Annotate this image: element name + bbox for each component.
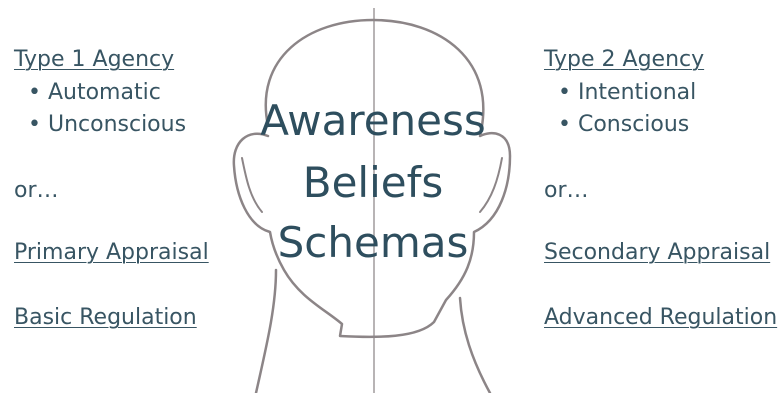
center-word-schemas: Schemas xyxy=(277,218,469,267)
ear-right-inner xyxy=(479,157,503,213)
secondary-appraisal-link: Secondary Appraisal xyxy=(544,240,771,265)
left-or-text: or… xyxy=(14,178,59,203)
primary-appraisal-link: Primary Appraisal xyxy=(14,240,209,265)
right-or-text: or… xyxy=(544,178,589,203)
intentional-bullet: • Intentional xyxy=(558,80,697,105)
head-contour xyxy=(232,18,512,339)
advanced-regulation-link: Advanced Regulation xyxy=(544,305,778,330)
automatic-bullet: • Automatic xyxy=(28,80,161,105)
conscious-bullet: • Conscious xyxy=(558,112,690,137)
type1-agency-heading: Type 1 Agency xyxy=(14,47,175,72)
center-word-beliefs: Beliefs xyxy=(302,158,444,207)
ear-left-inner xyxy=(241,157,263,213)
head-outline-illustration xyxy=(232,8,512,393)
unconscious-bullet: • Unconscious xyxy=(28,112,187,137)
neck-left xyxy=(254,268,278,393)
type2-agency-heading: Type 2 Agency xyxy=(544,47,705,72)
center-word-awareness: Awareness xyxy=(260,96,486,145)
basic-regulation-link: Basic Regulation xyxy=(14,305,197,330)
neck-right xyxy=(458,296,492,393)
